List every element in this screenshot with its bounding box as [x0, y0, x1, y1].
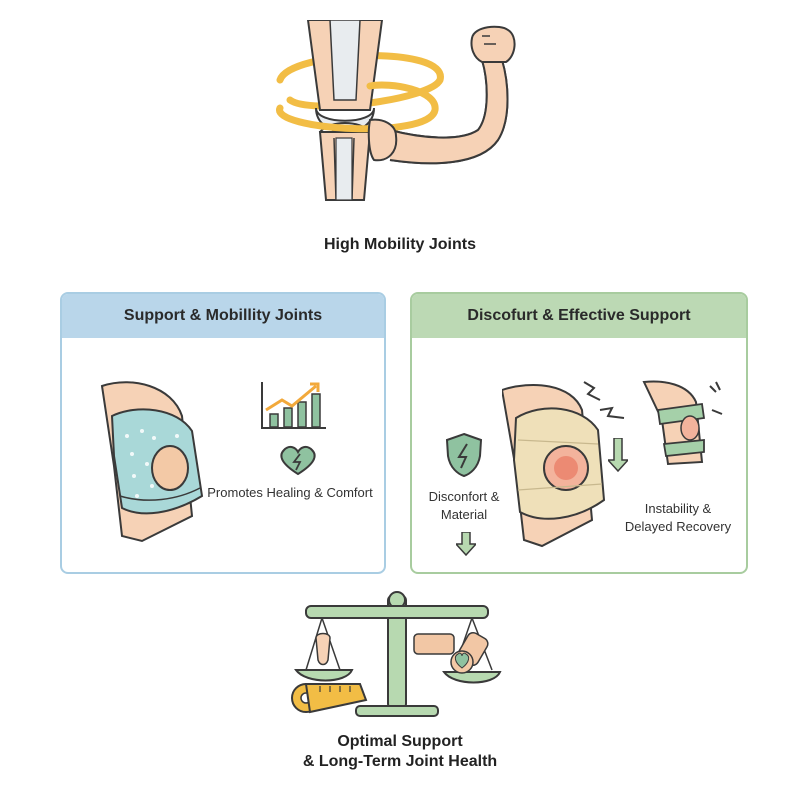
right-card-header: Discofurt & Effective Support: [412, 294, 746, 338]
left-card-header: Support & Mobillity Joints: [62, 294, 384, 338]
down-arrow-icon-right: [608, 438, 628, 472]
knee-strap-illustration: [640, 380, 726, 466]
left-card-caption: Promotes Healing & Comfort: [207, 485, 373, 500]
measuring-tape-icon: [290, 678, 370, 718]
left-card: Support & Mobillity Joints: [60, 292, 386, 574]
right-card-caption-right: Instability & Delayed Recovery: [624, 501, 732, 534]
bottom-caption: Optimal Support & Long-Term Joint Health: [0, 732, 800, 772]
right-card: Discofurt & Effective Support Disconfort…: [410, 292, 748, 574]
down-arrow-icon: [456, 532, 476, 556]
improvement-chart-icon: [258, 380, 328, 432]
top-caption: High Mobility Joints: [324, 236, 476, 253]
right-card-caption-left: Disconfort & Material: [428, 489, 500, 522]
shield-icon: [444, 432, 484, 478]
knee-sleeve-illustration: [92, 376, 212, 546]
heart-icon: [278, 444, 318, 476]
top-illustration: [250, 20, 570, 210]
bottom-caption-line2: & Long-Term Joint Health: [302, 753, 498, 770]
knee-wrap-illustration: [502, 380, 612, 550]
balance-scale-illustration: [286, 590, 516, 720]
bottom-caption-line1: Optimal Support: [337, 733, 463, 750]
pain-zigzag-icon: [580, 378, 630, 428]
